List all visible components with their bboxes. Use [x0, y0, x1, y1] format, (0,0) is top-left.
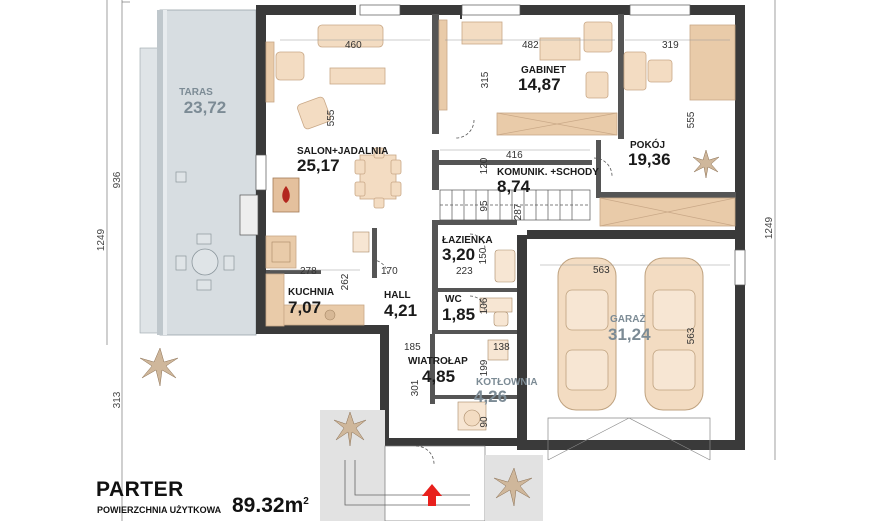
room-name-salon: SALON+JADALNIA [297, 146, 388, 157]
room-area-pokoj: 19,36 [628, 150, 671, 169]
outer-dim-1249-right: 1249 [764, 216, 775, 239]
usable-area-label: POWIERZCHNIA UŻYTKOWA [97, 505, 222, 515]
room-area-wc: 1,85 [442, 305, 475, 324]
room-area-salon: 25,17 [297, 156, 340, 175]
kitchen-furniture [265, 231, 370, 327]
dim-416: 416 [506, 150, 523, 161]
floor-title: PARTER [96, 478, 184, 501]
room-area-wiatrolap: 4,85 [422, 367, 455, 386]
outer-dim-313: 313 [112, 391, 123, 408]
terrace [139, 9, 257, 336]
room-name-kotlownia: KOTŁOWNIA [476, 377, 538, 388]
salon-furniture [265, 24, 402, 209]
room-area-kotlownia: 4,26 [474, 387, 507, 406]
door-swings [371, 119, 613, 465]
bathroom-fixtures [457, 249, 516, 431]
dim-262: 262 [340, 273, 351, 290]
room-name-gabinet: GABINET [521, 65, 566, 76]
dim-563-vertical: 563 [686, 327, 697, 344]
dim-555-salon: 555 [326, 109, 337, 126]
dim-460: 460 [345, 40, 362, 51]
room-area-komunik: 8,74 [497, 177, 531, 196]
dim-315: 315 [480, 71, 491, 88]
dim-563-horizontal: 563 [593, 265, 610, 276]
dim-138: 138 [493, 342, 510, 353]
dim-482: 482 [522, 40, 539, 51]
total-area: 89.32m2 [232, 494, 309, 518]
room-name-wc: WC [445, 294, 462, 305]
dim-185: 185 [404, 342, 421, 353]
dim-90: 90 [479, 416, 490, 428]
dim-278: 278 [300, 266, 317, 277]
decorative-plant-icon [139, 149, 720, 507]
windows [239, 4, 746, 286]
room-area-taras: 23,72 [184, 98, 227, 117]
dim-287: 287 [513, 203, 524, 220]
outer-dimension-lines [106, 0, 776, 521]
room-area-hall: 4,21 [384, 301, 417, 320]
total-area-value: 89.32 [232, 494, 285, 517]
pokoj-furniture [599, 24, 736, 227]
room-name-taras: TARAS [179, 87, 213, 98]
room-name-hall: HALL [384, 290, 411, 301]
room-name-wiatrolap: WIATROŁAP [408, 356, 468, 367]
fireplace-icon [272, 177, 300, 213]
dim-150: 150 [478, 247, 489, 264]
dim-170: 170 [381, 266, 398, 277]
total-area-unit: m [284, 494, 304, 517]
outer-dim-936: 936 [112, 171, 123, 188]
dim-120: 120 [479, 157, 490, 174]
room-name-pokoj: POKÓJ [630, 138, 665, 151]
room-area-gabinet: 14,87 [518, 75, 561, 94]
room-name-lazienka: ŁAZIENKA [442, 235, 493, 246]
room-name-komunik: KOMUNIK. +SCHODY [497, 167, 599, 178]
total-area-unit-sup: 2 [303, 496, 309, 507]
room-area-lazienka: 3,20 [442, 245, 475, 264]
room-area-garaz: 31,24 [608, 325, 651, 344]
dimension-lines [270, 39, 730, 271]
dim-319: 319 [662, 40, 679, 51]
entrance-arrow-icon [422, 484, 442, 506]
dim-301: 301 [410, 379, 421, 396]
room-name-kuchnia: KUCHNIA [288, 287, 334, 298]
interior-walls [266, 14, 736, 404]
outer-dim-1249-left: 1249 [96, 228, 107, 251]
dim-106: 106 [479, 297, 490, 314]
gabinet-furniture [438, 19, 618, 136]
stairs [439, 189, 591, 221]
garage-cars [547, 257, 711, 461]
room-name-garaz: GARAŻ [610, 312, 646, 325]
exterior-walls [256, 5, 745, 450]
dim-223: 223 [456, 266, 473, 277]
dim-95: 95 [479, 200, 490, 212]
dim-199: 199 [479, 359, 490, 376]
dim-555-pokoj: 555 [686, 111, 697, 128]
room-area-kuchnia: 7,07 [288, 298, 321, 317]
